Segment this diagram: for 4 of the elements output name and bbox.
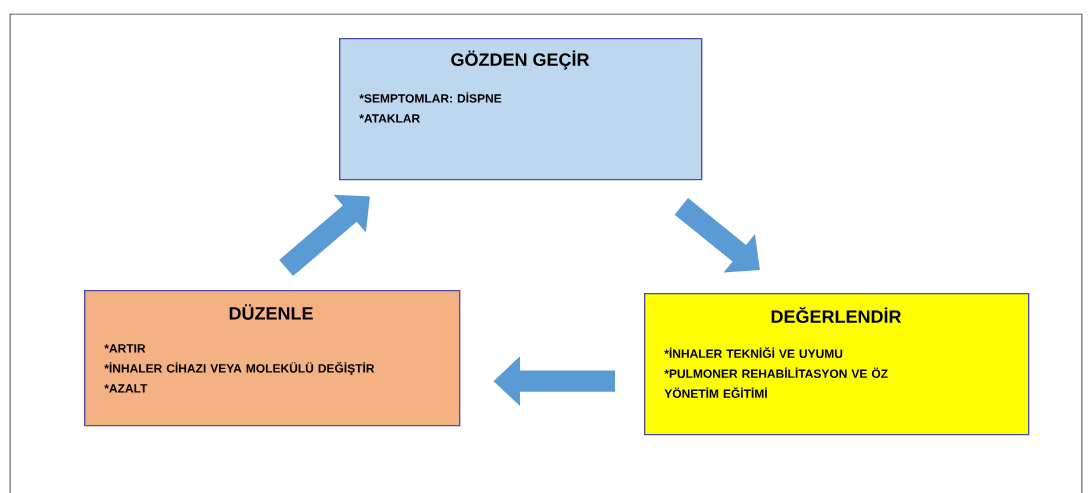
block-arrow — [279, 194, 370, 277]
process-box: DÜZENLE *ARTIR *İNHALER CİHAZI VEYA MOLEKÜLÜ DEĞİŞTİR *AZALT — [84, 290, 461, 427]
process-box: GÖZDEN GEÇİR *SEMPTOMLAR: DİSPNE *ATAKLAR — [339, 38, 703, 181]
process-box: DEĞERLENDİR *İNHALER TEKNİĞİ VE UYUMU *PULMONER REHABİLİTASYON VE ÖZ YÖNETİM EĞİTİMİ — [644, 293, 1030, 436]
